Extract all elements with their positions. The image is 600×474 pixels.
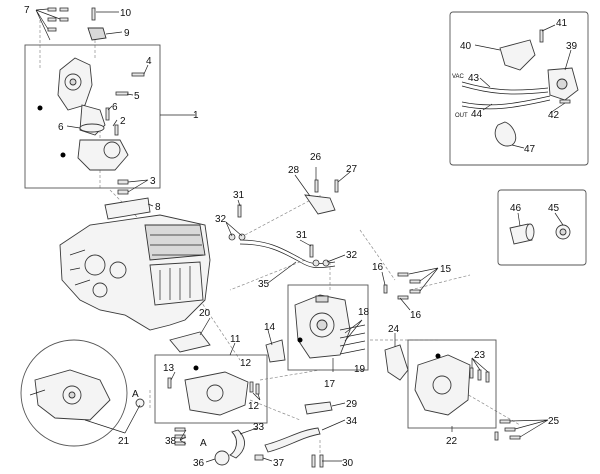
gasket-14 — [265, 339, 286, 363]
callout-47: 47 — [524, 144, 536, 155]
middle-upper-parts — [228, 179, 339, 268]
callout-8: 8 — [155, 202, 161, 213]
callout-1: 1 — [193, 110, 199, 121]
callout-9: 9 — [124, 28, 130, 39]
callout-33: 33 — [253, 422, 265, 433]
callout-7: 7 — [24, 5, 30, 16]
group-frames — [20, 11, 589, 447]
callout-11: 11 — [230, 334, 241, 345]
callout-22: 22 — [446, 436, 458, 447]
callout-6b: 6 — [58, 122, 64, 133]
gasket-20 — [169, 331, 211, 353]
callout-20: 20 — [199, 308, 211, 319]
callout-46: 46 — [510, 203, 522, 214]
callout-39: 39 — [566, 41, 578, 52]
frame-group-17 — [287, 284, 369, 371]
callout-35: 35 — [258, 279, 270, 290]
callout-28: 28 — [288, 165, 300, 176]
out-tag: OUT — [455, 113, 468, 119]
callout-31b: 31 — [296, 230, 308, 241]
callout-5: 5 — [134, 91, 140, 102]
callout-23: 23 — [474, 350, 486, 361]
gasket-24 — [384, 344, 409, 381]
callout-30: 30 — [342, 458, 354, 469]
callout-44: 44 — [471, 109, 483, 120]
callout-38: 38 — [165, 436, 177, 447]
sensor-9 — [87, 27, 107, 41]
callout-25: 25 — [548, 416, 560, 427]
fittings-45-46 — [509, 223, 571, 245]
leader-lines — [35, 8, 572, 463]
plug-36 — [214, 450, 230, 466]
callout-21: 21 — [118, 436, 130, 447]
callout-24: 24 — [388, 324, 400, 335]
bolts-15-16 — [383, 272, 421, 300]
vacuum-group-parts: VAC OUT — [452, 29, 579, 147]
callout-26: 26 — [310, 152, 322, 163]
callout-16a: 16 — [372, 262, 384, 273]
gasket-8 — [104, 197, 151, 220]
callout-17: 17 — [324, 379, 336, 390]
callout-31a: 31 — [233, 190, 245, 201]
callout-12b: 12 — [248, 401, 260, 412]
callout-40: 40 — [460, 41, 472, 52]
marker-a-detail: A — [132, 389, 139, 400]
marker-a-bottom: A — [200, 438, 207, 449]
callout-4: 4 — [146, 56, 152, 67]
callout-10: 10 — [120, 8, 132, 19]
group-11-parts — [167, 365, 260, 416]
vac-tag: VAC — [452, 74, 465, 80]
sensor-parts-top-left — [47, 7, 107, 41]
callout-42: 42 — [548, 110, 560, 121]
group-17-parts — [294, 294, 351, 359]
callout-41: 41 — [556, 18, 568, 29]
callout-16b: 16 — [410, 310, 422, 321]
hose-33 — [228, 429, 245, 459]
frame-group-11 — [154, 354, 268, 424]
pipe-34 — [264, 427, 321, 453]
callout-32a: 32 — [215, 214, 227, 225]
callout-13: 13 — [163, 363, 175, 374]
callout-32b: 32 — [346, 250, 358, 261]
bottom-parts — [135, 398, 333, 468]
callout-12a: 12 — [240, 358, 252, 369]
bolts-25 — [494, 419, 521, 441]
plate-29 — [304, 401, 333, 415]
callout-45: 45 — [548, 203, 560, 214]
callout-14: 14 — [264, 322, 276, 333]
callout-19: 19 — [354, 364, 366, 375]
callout-37: 37 — [273, 458, 285, 469]
frame-group-45-46 — [497, 189, 587, 266]
detail-a-parts — [29, 369, 111, 421]
callout-3: 3 — [150, 176, 156, 187]
callout-6a: 6 — [112, 102, 118, 113]
frame-group-vacuum — [449, 11, 589, 166]
callout-36: 36 — [193, 458, 205, 469]
group-22-parts — [414, 353, 490, 416]
callout-34: 34 — [346, 416, 358, 427]
callout-18: 18 — [358, 307, 370, 318]
clip-47 — [494, 121, 517, 147]
engine-block — [59, 214, 211, 331]
group-1-parts — [37, 57, 145, 195]
callout-43: 43 — [468, 73, 480, 84]
callout-2: 2 — [120, 116, 126, 127]
bracket-40 — [499, 39, 536, 71]
turbo-housing — [77, 139, 129, 171]
bracket-28 — [304, 194, 336, 215]
callout-numbers: 7 10 9 4 5 6 2 6 3 1 8 31 32 31 32 35 26… — [24, 5, 578, 469]
pipe-35 — [239, 239, 336, 264]
frame-group-1 — [24, 44, 161, 189]
detail-circle-a — [20, 339, 128, 447]
callout-29: 29 — [346, 399, 358, 410]
callout-27: 27 — [346, 164, 358, 175]
callout-15: 15 — [440, 264, 452, 275]
